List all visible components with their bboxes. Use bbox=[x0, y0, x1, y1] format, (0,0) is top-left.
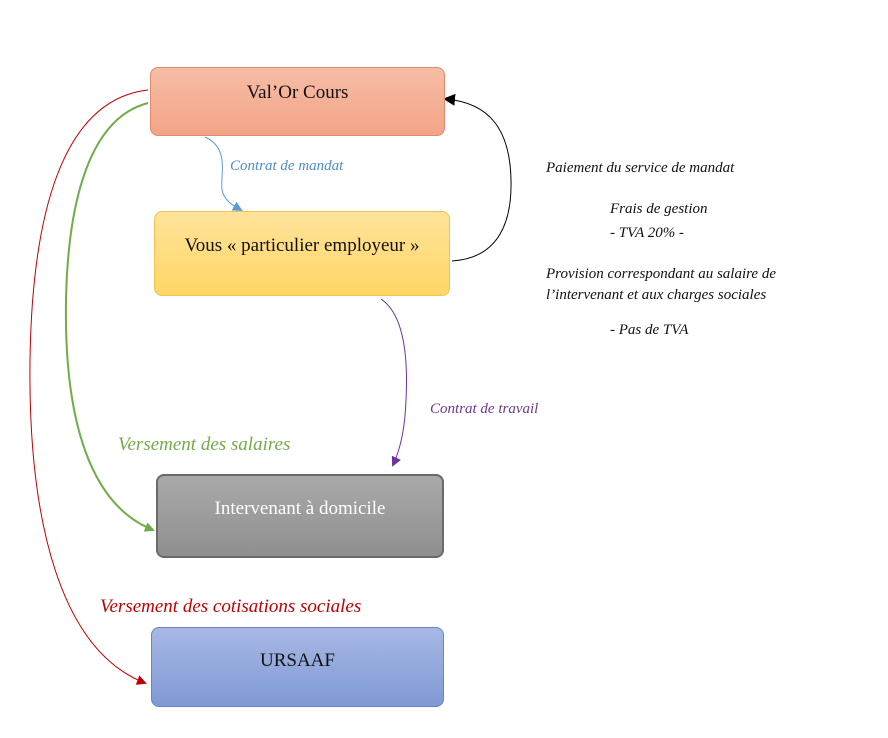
ursaaf-box: URSAAF bbox=[151, 627, 444, 707]
salaires-arrow bbox=[64, 102, 155, 532]
frais-gestion-note: Frais de gestion bbox=[610, 201, 708, 217]
paiement-arrow bbox=[443, 93, 512, 262]
paiement-note: Paiement du service de mandat bbox=[546, 160, 735, 176]
contrat-travail-label: Contrat de travail bbox=[430, 401, 539, 417]
provision-note-line1: Provision correspondant au salaire de bbox=[546, 266, 776, 282]
intervenant-box: Intervenant à domicile bbox=[156, 474, 444, 558]
tva-20-note: - TVA 20% - bbox=[610, 225, 685, 241]
contrat-mandat-label: Contrat de mandat bbox=[230, 158, 344, 174]
ursaaf-label: URSAAF bbox=[260, 650, 335, 671]
pas-tva-note: - Pas de TVA bbox=[610, 322, 689, 338]
cotisations-arrow bbox=[29, 89, 149, 685]
versement-salaires-label: Versement des salaires bbox=[118, 434, 291, 455]
mandat-arrow bbox=[204, 136, 243, 211]
travail-arrow bbox=[380, 298, 407, 467]
particulier-employeur-box: Vous « particulier employeur » bbox=[154, 211, 450, 296]
versement-cotisations-label: Versement des cotisations sociales bbox=[100, 596, 362, 617]
provision-note-line2: l’intervenant et aux charges sociales bbox=[546, 287, 767, 303]
valor-cours-label: Val’Or Cours bbox=[246, 82, 349, 103]
valor-cours-box: Val’Or Cours bbox=[150, 67, 445, 136]
intervenant-label: Intervenant à domicile bbox=[214, 498, 386, 519]
particulier-employeur-label: Vous « particulier employeur » bbox=[184, 235, 420, 256]
